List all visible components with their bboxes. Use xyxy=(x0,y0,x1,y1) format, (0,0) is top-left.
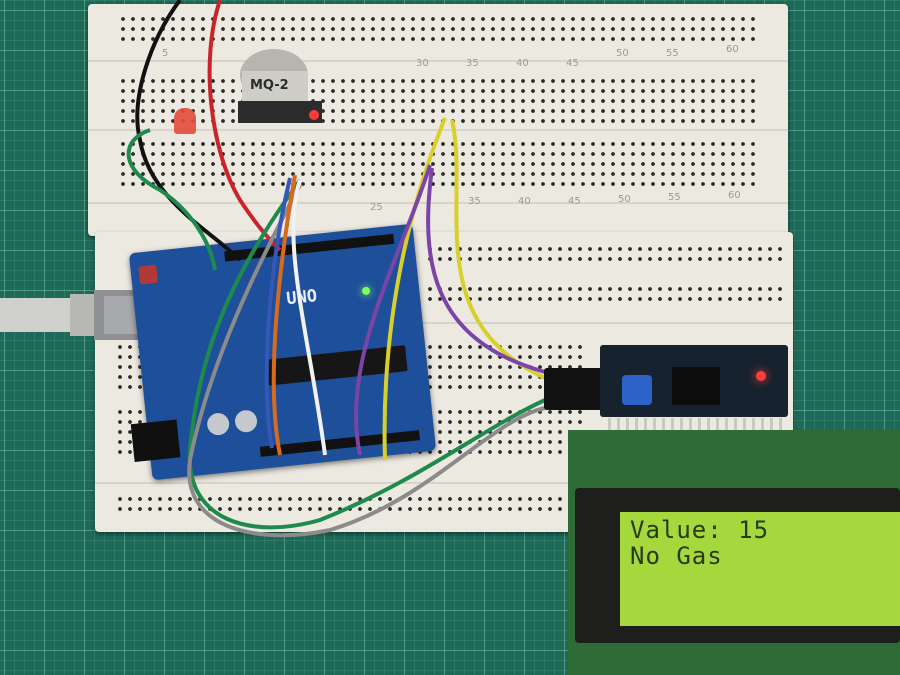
rail-divider xyxy=(95,322,793,324)
red-led xyxy=(174,108,196,134)
i2c-chip xyxy=(672,367,720,405)
i2c-adapter-board xyxy=(600,345,788,417)
column-number: 50 xyxy=(618,194,631,205)
column-number: 55 xyxy=(668,192,681,203)
breadboard-top: 5 30 35 40 45 50 55 60 25 35 40 45 50 55… xyxy=(88,4,788,236)
hole-strip xyxy=(115,494,575,516)
column-number: 55 xyxy=(666,48,679,59)
column-number: 45 xyxy=(568,196,581,207)
column-number: 35 xyxy=(468,196,481,207)
hole-strip xyxy=(118,76,758,126)
column-number: 40 xyxy=(516,58,529,69)
potentiometer xyxy=(622,375,652,405)
column-number: 25 xyxy=(370,202,383,213)
column-number: 5 xyxy=(162,48,169,59)
rail-divider xyxy=(95,482,793,484)
lcd-line-1: Value: 15 xyxy=(630,516,770,544)
rail-divider xyxy=(88,202,788,204)
column-number: 30 xyxy=(416,58,429,69)
hole-strip xyxy=(118,14,758,46)
column-number: 60 xyxy=(728,190,741,201)
wire-connector xyxy=(544,368,610,410)
hole-strip xyxy=(425,284,785,306)
lcd-screen xyxy=(620,512,900,626)
sensor-label: MQ-2 xyxy=(250,78,289,93)
rail-divider xyxy=(88,60,788,62)
hole-strip xyxy=(425,244,785,266)
column-number: 60 xyxy=(726,44,739,55)
power-led xyxy=(756,371,766,381)
lcd-line-2: No Gas xyxy=(630,542,723,570)
rail-divider xyxy=(88,129,788,131)
column-number: 35 xyxy=(466,58,479,69)
column-number: 45 xyxy=(566,58,579,69)
column-number: 50 xyxy=(616,48,629,59)
gas-sensor-module xyxy=(238,49,322,123)
column-number: 40 xyxy=(518,196,531,207)
